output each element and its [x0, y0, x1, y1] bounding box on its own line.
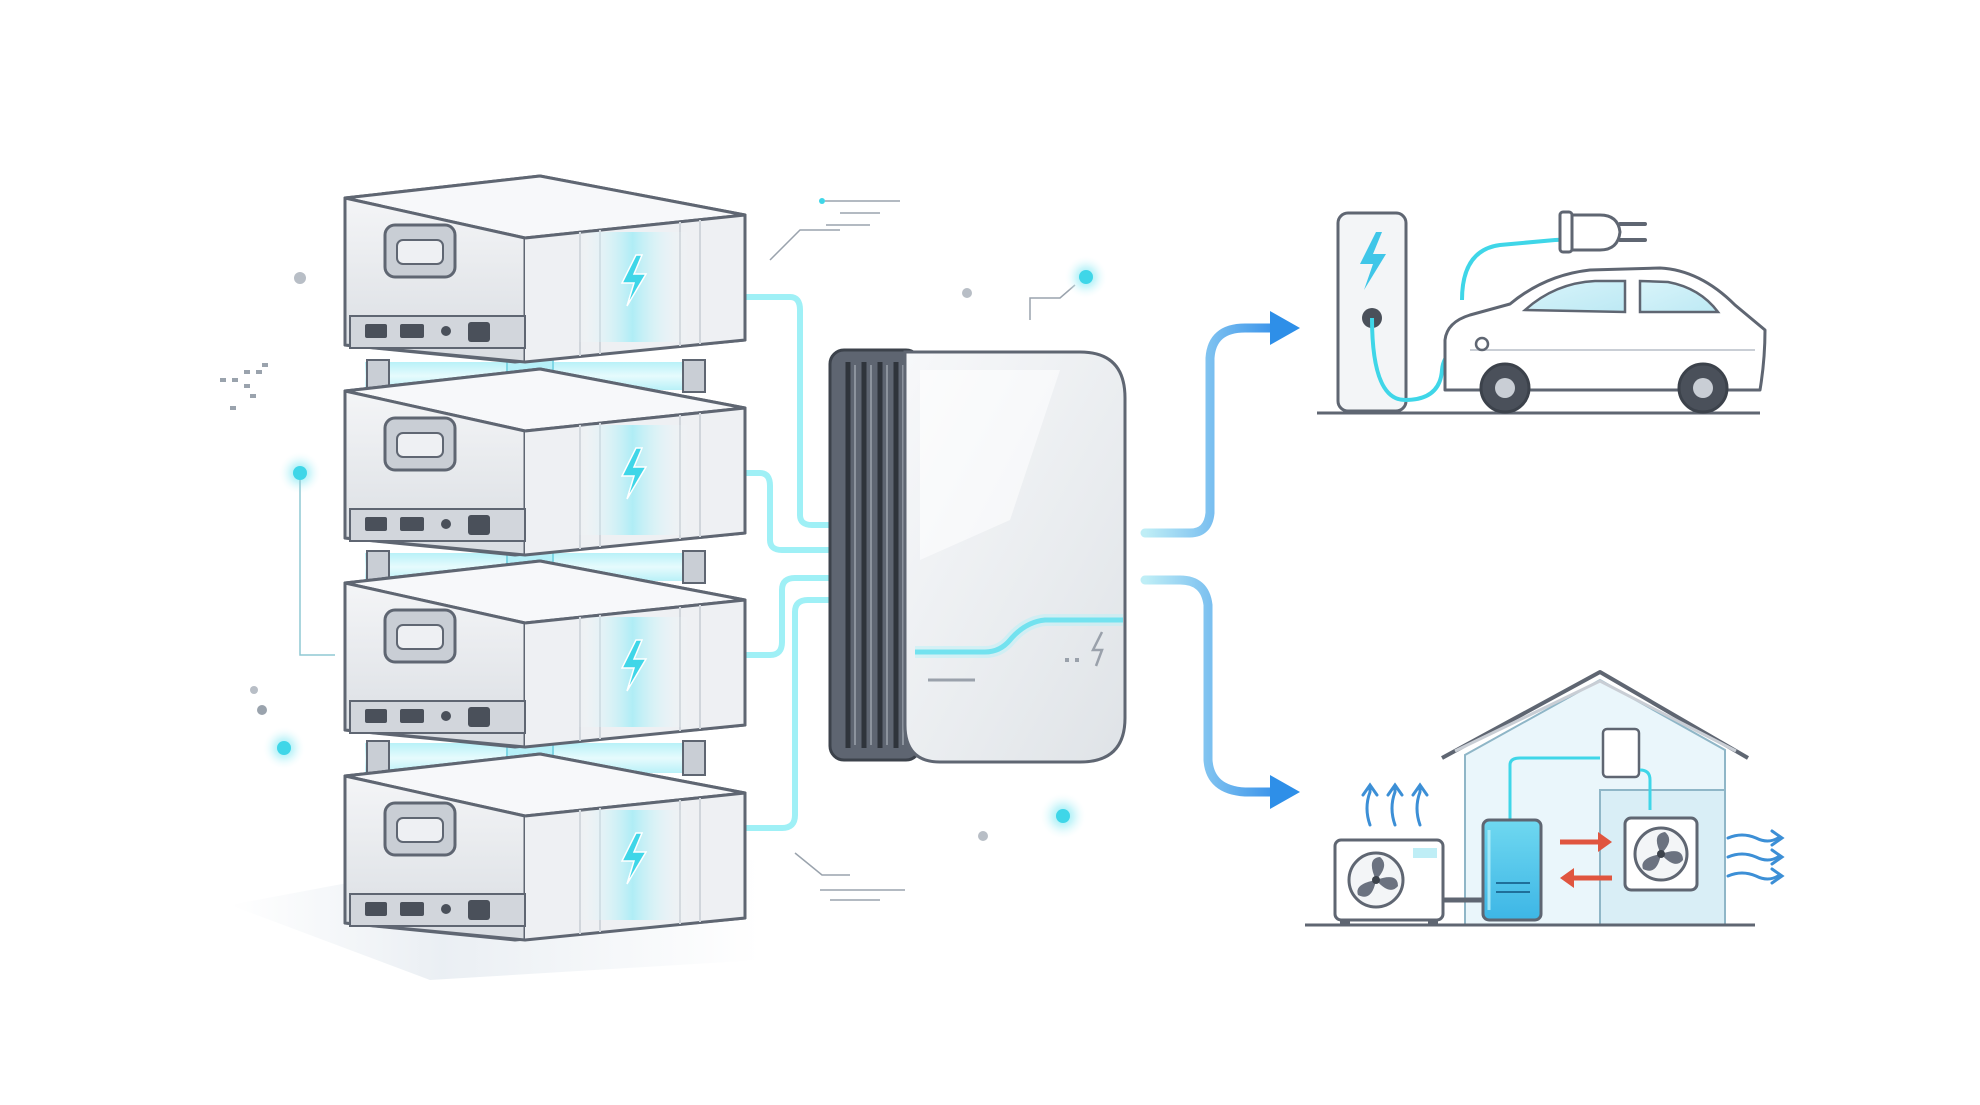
decorative-accents-left	[220, 272, 335, 770]
lightning-bolt-icon	[620, 254, 648, 307]
pipe	[1508, 756, 1600, 820]
electric-car	[1443, 266, 1767, 414]
battery-module-1	[343, 174, 747, 364]
inverter	[828, 348, 1127, 764]
indoor-fan-unit	[1623, 816, 1699, 892]
hot-water-tank	[1481, 818, 1543, 922]
lightning-bolt-icon	[620, 639, 648, 692]
ev-charger	[1317, 211, 1760, 415]
flow-to-home	[1140, 575, 1300, 809]
flow-to-ev	[1140, 311, 1300, 538]
decorative-accents-center	[769, 200, 1076, 901]
lightning-bolt-icon	[1360, 232, 1386, 290]
battery-stack	[343, 174, 747, 942]
heat-exchange-arrows	[1560, 832, 1612, 888]
house-roof	[1441, 670, 1750, 760]
battery-module-4	[343, 752, 747, 942]
lightning-bolt-icon	[620, 832, 648, 885]
airflow-arrows	[1726, 829, 1785, 885]
inverter-light-strip	[915, 617, 1123, 655]
car-window	[1521, 279, 1627, 314]
battery-module-2	[343, 367, 747, 557]
battery-module-3	[343, 559, 747, 749]
plug-icon	[1460, 210, 1647, 301]
car-wheel	[1677, 362, 1729, 414]
heat-pump-outdoor-unit	[1333, 838, 1485, 926]
fan-icon	[1633, 826, 1689, 882]
pipe	[1639, 768, 1652, 810]
port-panel	[349, 700, 526, 734]
decorative-dots-center	[819, 198, 1108, 841]
arrow-right-icon	[1270, 775, 1300, 809]
battery-to-inverter-cables	[742, 294, 848, 831]
car-wheel	[1479, 362, 1531, 414]
arrow-right-icon	[1270, 311, 1300, 345]
thermostat	[1601, 727, 1641, 779]
heat-rising-arrows	[1361, 782, 1429, 827]
car-window	[1638, 279, 1721, 314]
inverter-heatsink	[828, 348, 922, 762]
lightning-bolt-icon	[620, 447, 648, 500]
fan-icon	[1347, 851, 1405, 909]
lightning-bolt-icon	[1090, 631, 1104, 667]
